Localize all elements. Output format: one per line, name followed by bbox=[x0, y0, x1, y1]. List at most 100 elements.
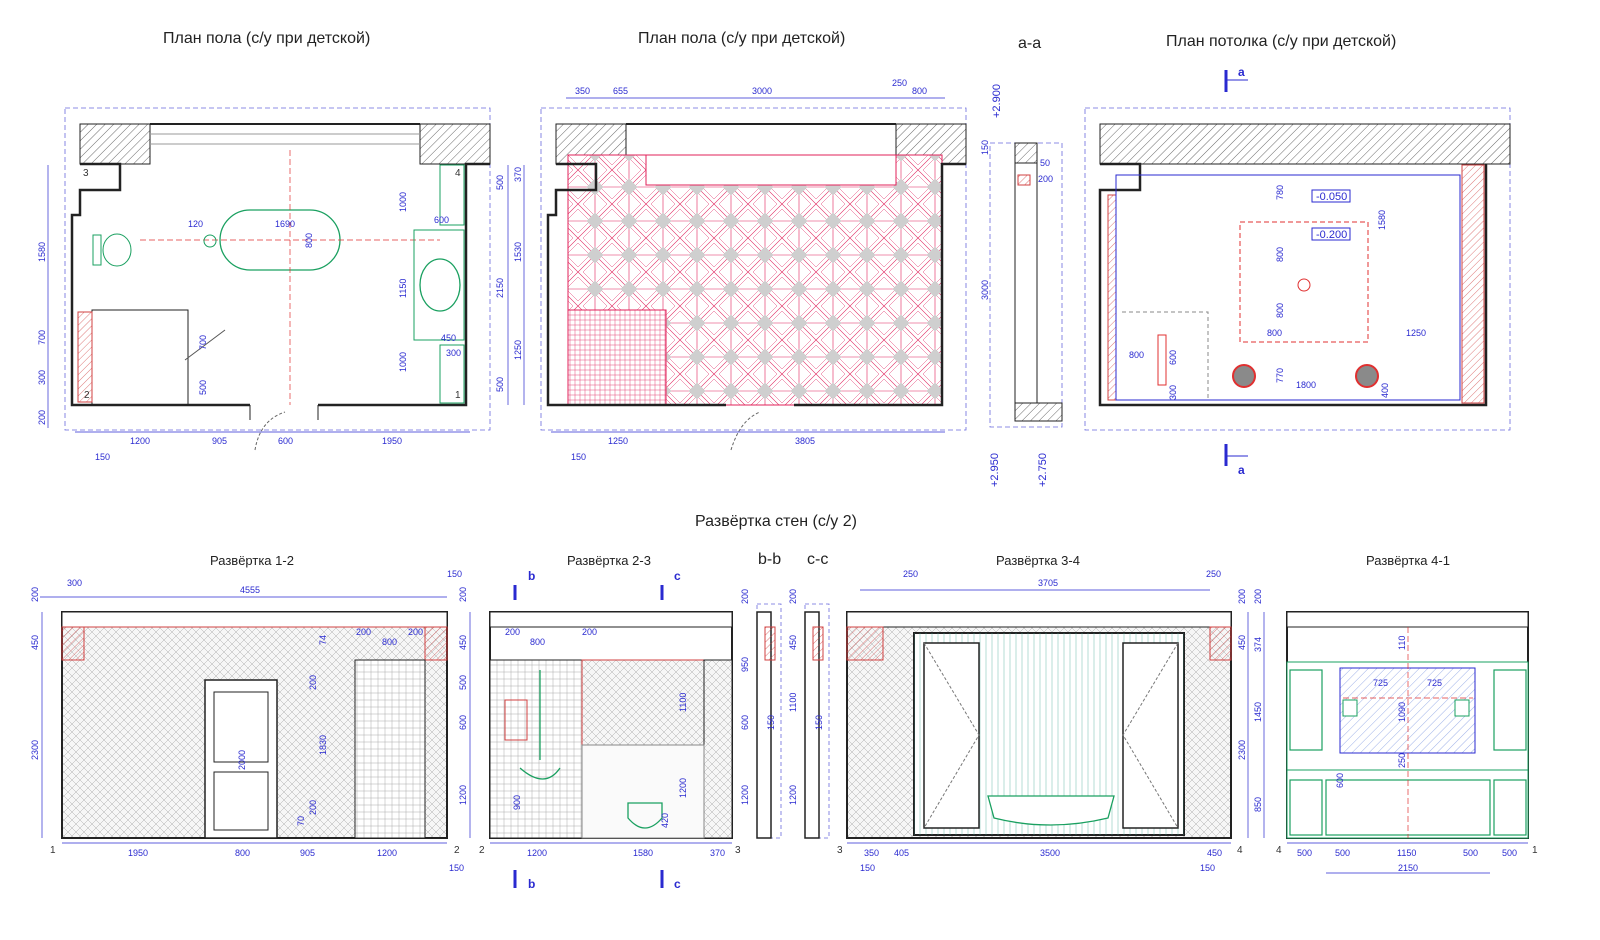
plan2-left-1250: 1250 bbox=[513, 340, 523, 360]
r34-right-2300: 2300 bbox=[1237, 740, 1247, 760]
r41-left-1450: 1450 bbox=[1253, 702, 1263, 722]
ceil-dim-400: 400 bbox=[1380, 383, 1390, 398]
plan1-dim-450: 450 bbox=[441, 333, 456, 343]
cc-title: c-c bbox=[807, 551, 829, 568]
plan1-right-500a: 500 bbox=[495, 175, 505, 190]
level-plus-2950: +2.950 bbox=[989, 453, 1001, 487]
plan2-dim-655: 655 bbox=[613, 86, 628, 96]
plan1-dim-700: 700 bbox=[198, 335, 208, 350]
ceiling-plan: -0.050 -0.200 780 1580 800 800 800 1250 … bbox=[1084, 65, 1511, 477]
plan1-corner-1: 1 bbox=[455, 390, 461, 401]
r23-in-420: 420 bbox=[660, 813, 670, 828]
plan1-dim-1950: 1950 bbox=[382, 436, 402, 446]
r34-top-250b: 250 bbox=[1206, 569, 1221, 579]
ceil-dim-1250: 1250 bbox=[1406, 328, 1426, 338]
bb-title: b-b bbox=[758, 551, 782, 568]
r23-mark-b-bottom: b bbox=[528, 877, 535, 891]
r41-in-725b: 725 bbox=[1427, 678, 1442, 688]
plan2-dim-800: 800 bbox=[912, 86, 927, 96]
ceil-dim-300: 300 bbox=[1168, 385, 1178, 400]
floor-plan-1: 1200 905 600 1950 150 1580 700 300 200 5… bbox=[37, 107, 509, 462]
ceil-dim-600: 600 bbox=[1168, 350, 1178, 365]
section-aa-title: а-а bbox=[1018, 35, 1042, 52]
ceil-dim-800a: 800 bbox=[1275, 247, 1285, 262]
bb-dim-150: 150 bbox=[766, 715, 776, 730]
plan2-title: План пола (с/у при детской) bbox=[638, 30, 846, 47]
r34-bottom-405: 405 bbox=[894, 848, 909, 858]
plan2-left-370: 370 bbox=[513, 167, 523, 182]
r12-left-450: 450 bbox=[30, 635, 40, 650]
r34-right-200: 200 bbox=[1237, 589, 1247, 604]
plan1-dim-1200: 1200 bbox=[130, 436, 150, 446]
r41-bottom-1150: 1150 bbox=[1397, 848, 1416, 858]
plan2-dim-3805: 3805 bbox=[795, 436, 815, 446]
r23-top-800: 800 bbox=[530, 637, 545, 647]
level-plus-2900: +2.900 bbox=[991, 84, 1003, 118]
r34-top-250a: 250 bbox=[903, 569, 918, 579]
plan2-dim-350: 350 bbox=[575, 86, 590, 96]
r23-in-1100: 1100 bbox=[678, 693, 688, 712]
plan1-dim-600: 600 bbox=[278, 436, 293, 446]
r12-left-2300: 2300 bbox=[30, 740, 40, 760]
r23-top-200a: 200 bbox=[505, 627, 520, 637]
r34-bottom-350: 350 bbox=[864, 848, 879, 858]
plan2-dim-150: 150 bbox=[571, 452, 586, 462]
r41-left-850: 850 bbox=[1253, 797, 1263, 812]
ceil-dim-800b: 800 bbox=[1275, 303, 1285, 318]
plan1-left-700: 700 bbox=[37, 330, 47, 345]
r23-left-450: 450 bbox=[458, 635, 468, 650]
r41-total-2150: 2150 bbox=[1398, 863, 1418, 873]
r41-bottom-500a: 500 bbox=[1297, 848, 1312, 858]
r23-in-900: 900 bbox=[512, 795, 522, 810]
section-bb: 200 950 600 1200 150 bbox=[740, 589, 782, 839]
r12-dim-4555: 4555 bbox=[240, 585, 260, 595]
r34-corner-3: 3 bbox=[837, 845, 843, 856]
cc-dim-1100: 1100 bbox=[788, 693, 798, 712]
plan1-left-1580: 1580 bbox=[37, 242, 47, 262]
plan1-dim-150: 150 bbox=[95, 452, 110, 462]
r12-dim-905: 905 bbox=[300, 848, 315, 858]
plan1-dim-905: 905 bbox=[212, 436, 227, 446]
ceiling-mark-a-bottom: a bbox=[1238, 463, 1245, 477]
r12-in-200d: 200 bbox=[308, 800, 318, 815]
r12-dim-300: 300 bbox=[67, 578, 82, 588]
r34-right-450: 450 bbox=[1237, 635, 1247, 650]
plan1-left-300: 300 bbox=[37, 370, 47, 385]
section-aa: +2.900 +2.950 +2.750 150 3000 50 200 bbox=[980, 84, 1063, 487]
r23-mark-b-top: b bbox=[528, 569, 535, 583]
bb-dim-200: 200 bbox=[740, 589, 750, 604]
r12-corner-2: 2 bbox=[454, 845, 460, 856]
r23-left-500: 500 bbox=[458, 675, 468, 690]
plan1-dim-1000b: 1000 bbox=[398, 352, 408, 372]
ceil-dim-800c: 800 bbox=[1267, 328, 1282, 338]
r23-left-200: 200 bbox=[458, 587, 468, 602]
plan1-left-200: 200 bbox=[37, 410, 47, 425]
bb-dim-600: 600 bbox=[740, 715, 750, 730]
floor-plan-2: 350 655 3000 250 800 1250 3805 150 370 1… bbox=[513, 78, 967, 462]
r23-mark-c-bottom: c bbox=[674, 877, 681, 891]
elevation-4-1: 200 374 1450 850 110 725 725 1090 250 60… bbox=[1253, 589, 1538, 874]
ceiling-plan-title: План потолка (с/у при детской) bbox=[1166, 33, 1397, 50]
r41-in-110: 110 bbox=[1397, 636, 1407, 650]
r12-in-200b: 200 bbox=[356, 627, 371, 637]
r12-corner-1: 1 bbox=[50, 845, 56, 856]
r12-in-1830: 1830 bbox=[318, 735, 328, 755]
aa-dim-150: 150 bbox=[980, 140, 990, 155]
r12-in-2000: 2000 bbox=[237, 750, 247, 770]
plan1-dim-300: 300 bbox=[446, 348, 461, 358]
r34-bottom-450: 450 bbox=[1207, 848, 1222, 858]
r23-corner-3: 3 bbox=[735, 845, 741, 856]
plan1-dim-1000a: 1000 bbox=[398, 192, 408, 212]
r34-bottom-3500: 3500 bbox=[1040, 848, 1060, 858]
r12-in-74: 74 bbox=[318, 635, 328, 645]
plan1-right-500b: 500 bbox=[495, 377, 505, 392]
plan2-dim-3000: 3000 bbox=[752, 86, 772, 96]
r12-title: Развёртка 1-2 bbox=[210, 553, 294, 568]
r23-left-600: 600 bbox=[458, 715, 468, 730]
bb-dim-1200: 1200 bbox=[740, 785, 750, 805]
elevation-3-4: 250 3705 250 350 405 3500 450 150 150 20… bbox=[837, 569, 1249, 873]
ceil-dim-780: 780 bbox=[1275, 185, 1285, 200]
r23-bottom-1580: 1580 bbox=[633, 848, 653, 858]
plan1-dim-500: 500 bbox=[198, 380, 208, 395]
plan1-dim-1690: 1690 bbox=[275, 219, 295, 229]
